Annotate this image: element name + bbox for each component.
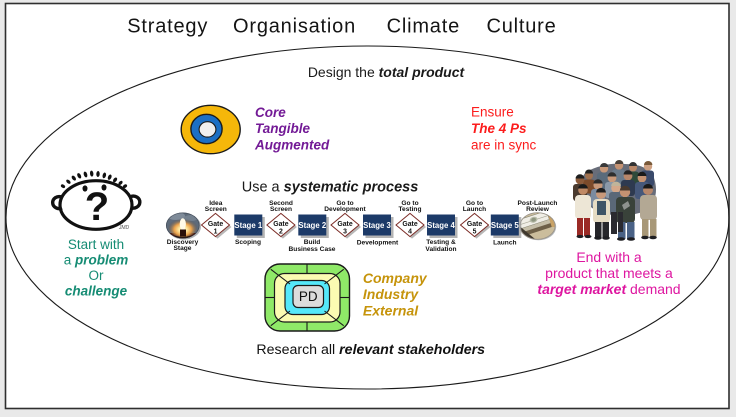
- svg-text:Development: Development: [357, 240, 399, 247]
- svg-text:Launch: Launch: [493, 240, 516, 247]
- svg-text:4: 4: [408, 229, 412, 236]
- svg-text:Business Case: Business Case: [289, 246, 336, 253]
- svg-text:1: 1: [214, 229, 218, 236]
- svg-text:are in sync: are in sync: [471, 137, 537, 152]
- svg-text:2: 2: [279, 229, 283, 236]
- svg-text:Augmented: Augmented: [254, 138, 330, 153]
- svg-text:Culture: Culture: [486, 16, 556, 38]
- svg-text:Scoping: Scoping: [235, 239, 261, 246]
- svg-text:Organisation: Organisation: [233, 16, 356, 38]
- svg-text:Or: Or: [89, 268, 105, 283]
- svg-text:Second: Second: [269, 200, 293, 207]
- svg-text:Go to: Go to: [336, 200, 353, 207]
- svg-text:challenge: challenge: [65, 284, 128, 299]
- svg-text:Climate: Climate: [387, 16, 460, 38]
- svg-text:Gate: Gate: [337, 221, 352, 228]
- svg-text:Idea: Idea: [209, 200, 223, 207]
- svg-text:product that meets a: product that meets a: [545, 265, 673, 281]
- svg-text:Use a systematic process: Use a systematic process: [242, 180, 419, 196]
- svg-text:Tangible: Tangible: [255, 121, 310, 136]
- svg-text:Launch: Launch: [463, 206, 486, 213]
- svg-text:3: 3: [343, 229, 347, 236]
- svg-text:JMD: JMD: [118, 225, 130, 231]
- svg-text:a problem: a problem: [64, 253, 129, 268]
- svg-text:Stage 1: Stage 1: [234, 221, 262, 230]
- svg-text:Stage 2: Stage 2: [298, 221, 326, 230]
- svg-text:Core: Core: [255, 105, 286, 120]
- svg-text:Validation: Validation: [425, 246, 456, 253]
- svg-text:Stage 4: Stage 4: [427, 221, 455, 230]
- svg-text:Post-Launch: Post-Launch: [518, 200, 558, 207]
- svg-text:Go to: Go to: [466, 200, 483, 207]
- svg-text:Gate: Gate: [208, 221, 223, 228]
- svg-text:5: 5: [473, 229, 477, 236]
- svg-text:Research all relevant stakehol: Research all relevant stakeholders: [256, 342, 485, 358]
- svg-text:Review: Review: [526, 206, 550, 213]
- svg-text:Screen: Screen: [270, 206, 292, 213]
- svg-text:Strategy: Strategy: [127, 16, 208, 38]
- svg-text:?: ?: [85, 185, 109, 229]
- svg-text:Ensure: Ensure: [471, 105, 514, 120]
- svg-text:Gate: Gate: [402, 221, 417, 228]
- svg-text:End with a: End with a: [576, 249, 642, 265]
- svg-text:PD: PD: [299, 289, 318, 304]
- svg-text:Screen: Screen: [205, 206, 227, 213]
- svg-text:Discovery: Discovery: [167, 239, 199, 246]
- svg-text:Testing &: Testing &: [426, 239, 456, 246]
- svg-text:Stage: Stage: [174, 245, 192, 252]
- svg-text:Stage 5: Stage 5: [491, 221, 519, 230]
- svg-text:Testing: Testing: [399, 206, 422, 213]
- svg-text:Development: Development: [324, 206, 366, 213]
- svg-text:Design the total product: Design the total product: [308, 64, 466, 80]
- svg-text:Gate: Gate: [273, 221, 288, 228]
- svg-text:target market demand: target market demand: [537, 281, 680, 297]
- svg-text:External: External: [363, 303, 419, 319]
- svg-text:Stage 3: Stage 3: [363, 221, 391, 230]
- svg-text:Go to: Go to: [401, 200, 418, 207]
- svg-text:Gate: Gate: [467, 221, 482, 228]
- svg-text:The 4 Ps: The 4 Ps: [471, 121, 527, 136]
- svg-text:Build: Build: [304, 239, 320, 246]
- svg-text:Company: Company: [363, 270, 428, 286]
- svg-text:Start with: Start with: [68, 237, 124, 252]
- svg-text:Industry: Industry: [363, 286, 419, 302]
